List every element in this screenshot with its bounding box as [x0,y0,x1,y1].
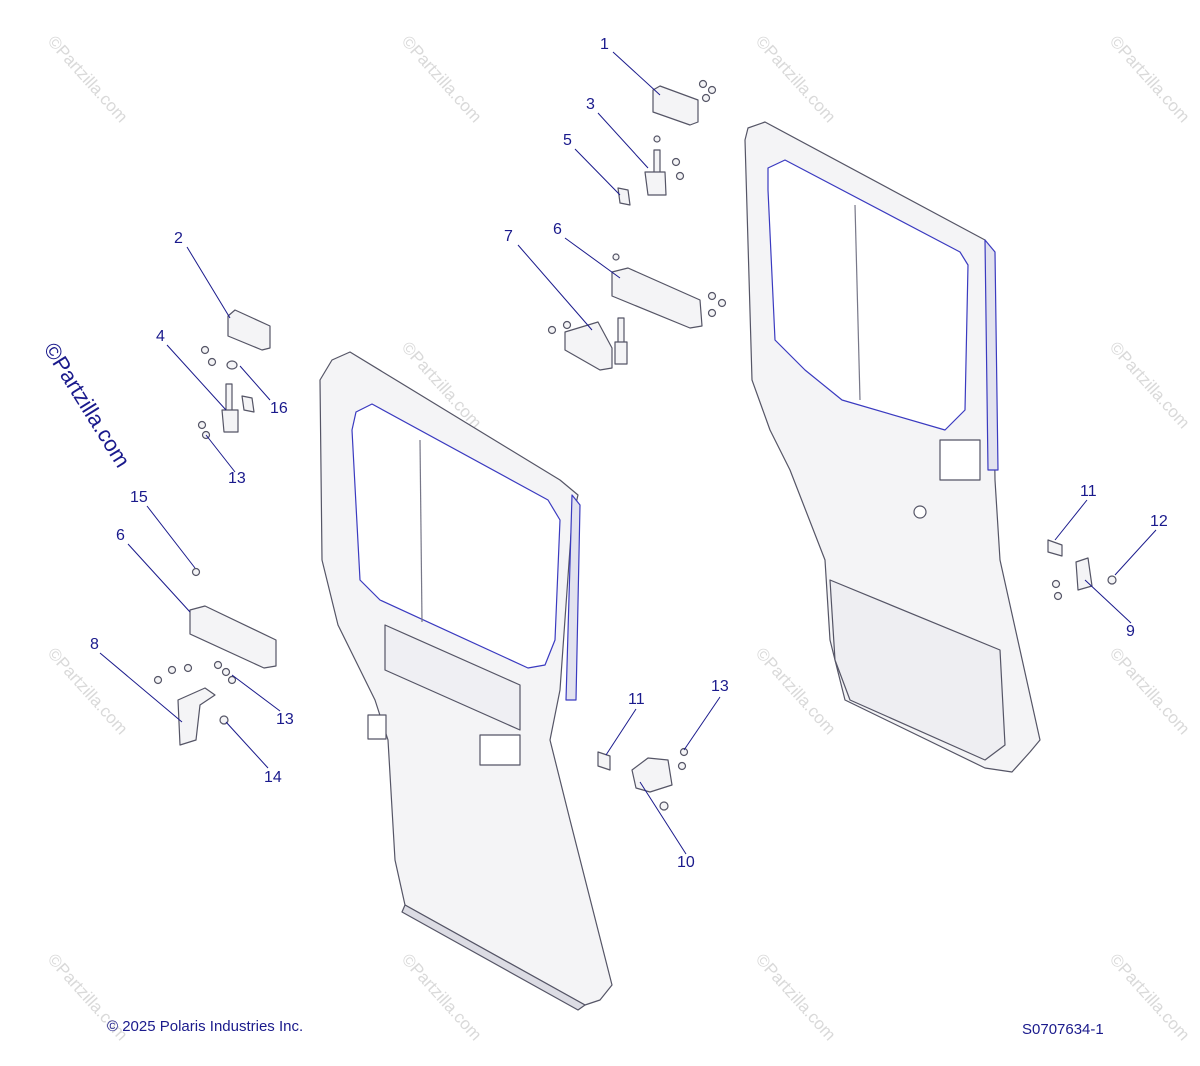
callout-11-center: 11 [628,691,645,708]
callout-11-right: 11 [1080,483,1097,500]
callout-2: 2 [174,230,183,247]
callout-6-upper: 6 [553,221,562,238]
bolt-part-13-lower [153,660,237,685]
callout-13-center: 13 [711,678,729,695]
hinge-strap-part-6-lower [189,605,277,669]
callout-10: 10 [677,854,695,871]
bracket-part-8 [177,687,216,746]
hinge-plate-part-2 [200,309,271,367]
hinge-plate-part-1 [652,79,717,126]
spacer-part-16 [226,360,255,413]
bolt-part-13-upper [197,420,211,440]
hinge-bracket-part-7 [547,317,628,371]
callout-7: 7 [504,228,513,245]
callout-6-lower: 6 [116,527,125,544]
copyright-notice: © 2025 Polaris Industries Inc. [107,1018,304,1035]
callout-5: 5 [563,132,572,149]
hinge-pin-part-4 [221,383,239,433]
clip-part-5 [617,187,631,206]
diagram-id: S0707634-1 [1022,1021,1104,1038]
callout-12: 12 [1150,513,1168,530]
leader-lines [99,51,1157,855]
callout-3: 3 [586,96,595,113]
callout-15: 15 [130,489,148,506]
left-door-panel [319,351,613,1011]
latch-bracket-part-9 [1051,557,1093,601]
right-door-panel [744,121,1041,773]
stud-part-11 [597,539,1063,771]
nut-part-15 [191,567,201,577]
callout-13-lower: 13 [276,711,294,728]
callout-4: 4 [156,328,165,345]
hinge-strap-part-6-upper [611,253,727,329]
callout-9: 9 [1126,623,1135,640]
hinge-pin-part-3 [644,135,685,196]
callout-8: 8 [90,636,99,653]
callout-13-upper: 13 [228,470,246,487]
nut-part-12 [1107,575,1117,585]
latch-plate-part-10 [631,747,689,811]
callout-14: 14 [264,769,282,786]
callout-16: 16 [270,400,288,417]
callout-1: 1 [600,36,609,53]
